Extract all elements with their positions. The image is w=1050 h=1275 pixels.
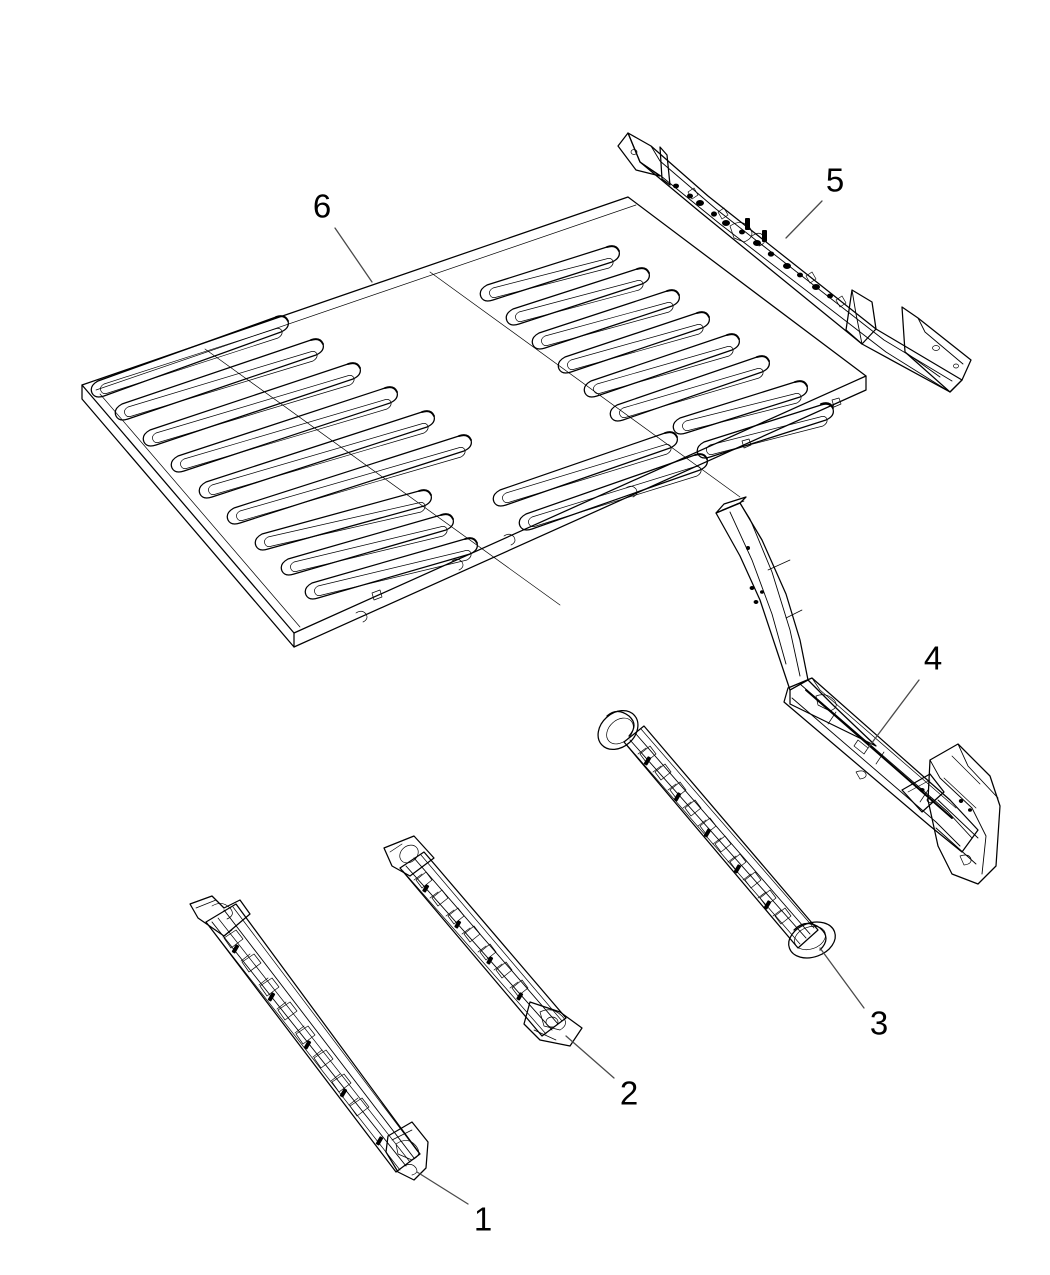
bed-floor-panel [81, 196, 867, 648]
floor-rib-group-lower-left [254, 489, 478, 600]
bed-crossmember-rear [597, 709, 836, 959]
callout-number-6: 6 [313, 188, 331, 225]
callout-number-1: 1 [474, 1201, 492, 1238]
leader-line-1 [416, 1171, 469, 1205]
bed-crossmember-intermediate [383, 835, 583, 1047]
leader-line-5 [785, 200, 823, 239]
floor-rib-group-upper [90, 315, 472, 525]
bed-side-frame-rail [715, 496, 1001, 885]
leader-line-4 [867, 679, 920, 749]
callout-number-5: 5 [826, 162, 844, 199]
floor-rib-group-lower-right [492, 380, 834, 531]
bed-header-crossrail [617, 132, 972, 393]
callout-number-2: 2 [620, 1075, 638, 1112]
callout-number-3: 3 [870, 1005, 888, 1042]
callout-layer: 6 5 4 3 2 1 [313, 162, 942, 1238]
leader-line-3 [819, 947, 865, 1009]
callout-number-4: 4 [924, 640, 942, 677]
floor-rib-group-upper-right [479, 245, 770, 422]
bed-crossmember-front [189, 895, 429, 1181]
leader-line-6 [334, 227, 373, 283]
leader-line-2 [565, 1035, 615, 1079]
